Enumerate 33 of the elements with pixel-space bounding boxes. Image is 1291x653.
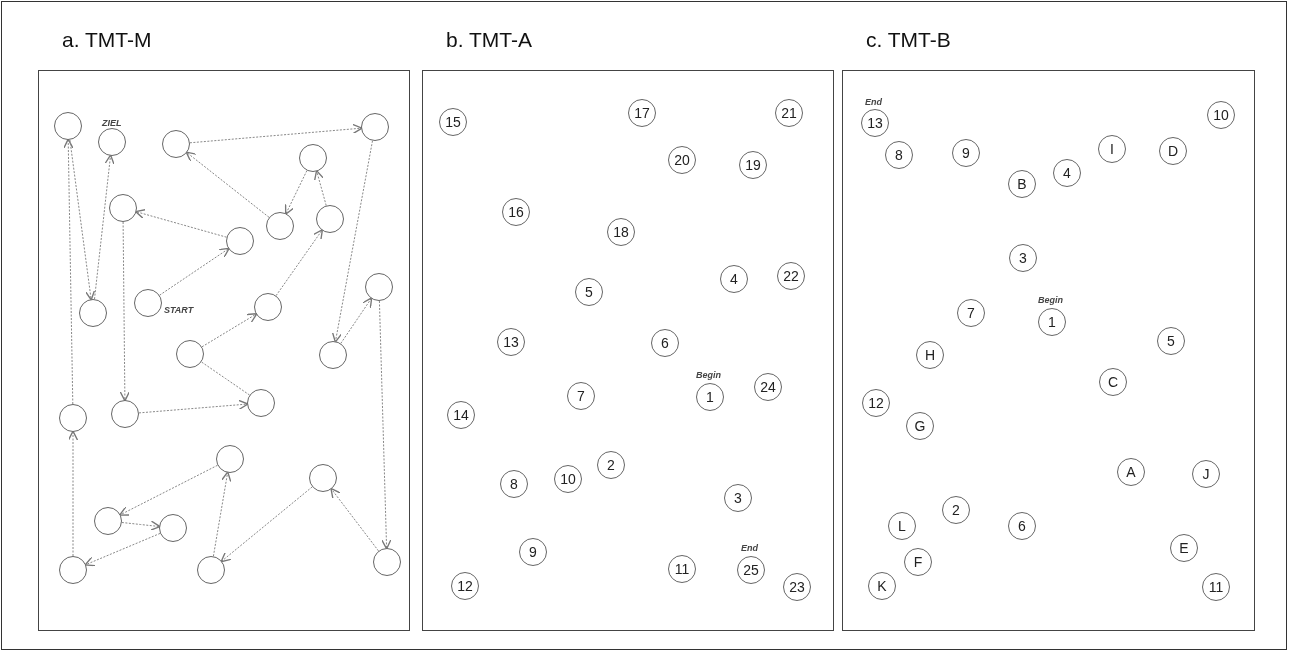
panel-heading: c. TMT-B bbox=[866, 28, 951, 52]
trail-arrow bbox=[185, 151, 270, 218]
circle-caption: START bbox=[164, 305, 194, 315]
trail-arrow bbox=[284, 170, 308, 215]
trail-arrow bbox=[134, 209, 227, 238]
trail-arrow bbox=[138, 399, 249, 414]
circle-caption: End bbox=[865, 97, 882, 107]
trail-arrow bbox=[340, 297, 373, 344]
trail-arrow bbox=[189, 123, 363, 144]
trail-arrow bbox=[119, 464, 218, 516]
panel-heading: b. TMT-A bbox=[446, 28, 532, 52]
trail-arrow bbox=[94, 154, 115, 300]
trail-arrow bbox=[84, 532, 161, 567]
trail-arrow bbox=[378, 300, 392, 550]
circle-caption: Begin bbox=[696, 370, 721, 380]
trail-arrow bbox=[201, 313, 258, 348]
trail-arrow bbox=[275, 229, 324, 297]
trail-arrow bbox=[220, 486, 313, 563]
trail-arrow bbox=[67, 430, 79, 557]
trail-line bbox=[201, 361, 250, 396]
trail-arrow bbox=[69, 139, 96, 301]
circle-caption: Begin bbox=[1038, 295, 1063, 305]
trail-arrow bbox=[119, 221, 130, 402]
trail-arrow bbox=[212, 471, 232, 557]
trail-arrow bbox=[63, 138, 74, 405]
circle-caption: End bbox=[741, 543, 758, 553]
trail-arrow bbox=[331, 140, 373, 343]
panel-heading: a. TMT-M bbox=[62, 28, 152, 52]
circle-caption: ZIEL bbox=[102, 118, 122, 128]
trail-arrow bbox=[313, 169, 327, 206]
trail-arrow bbox=[159, 247, 230, 296]
trail-arrow bbox=[121, 520, 161, 531]
trail-arrow bbox=[330, 487, 379, 552]
